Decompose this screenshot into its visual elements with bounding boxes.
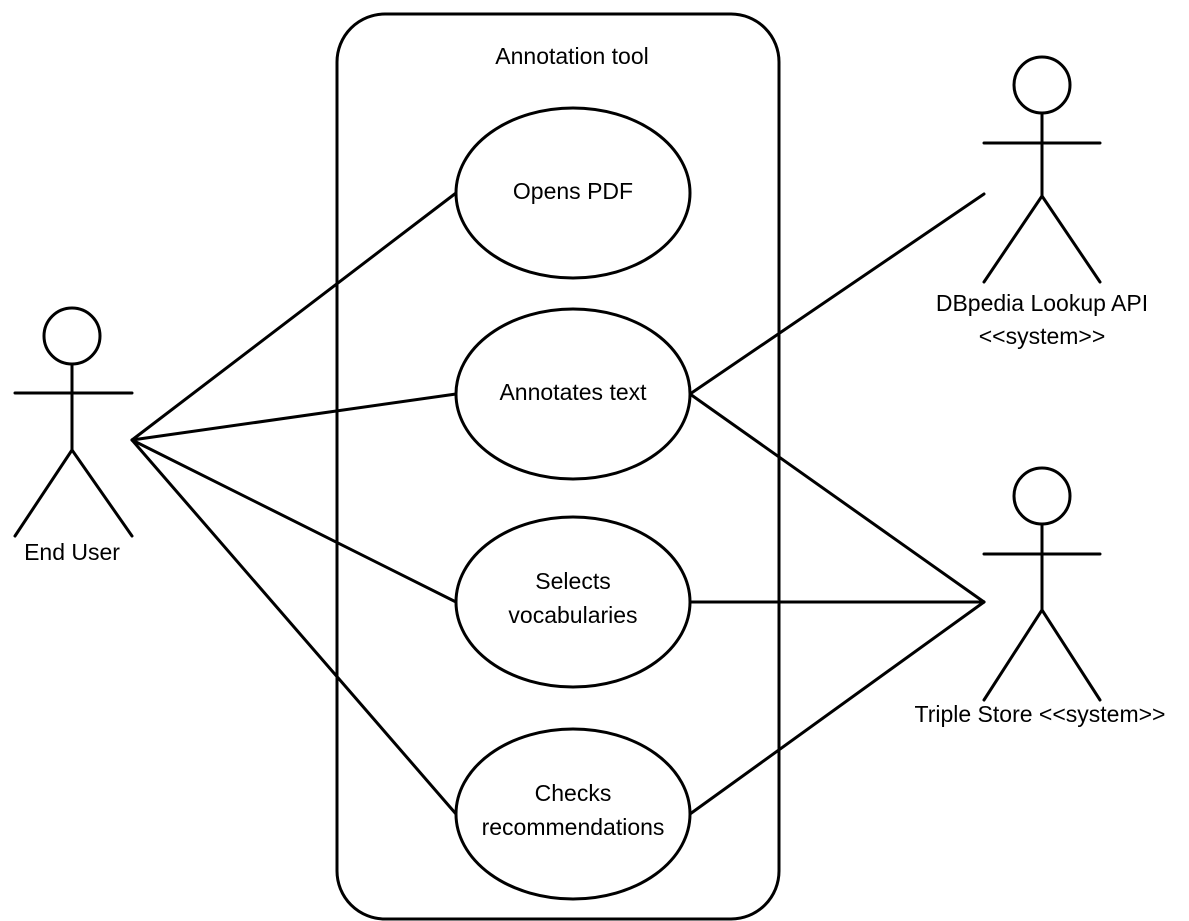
use-case-ellipse <box>454 515 692 689</box>
association-checks-recommendations-triple-store <box>688 600 986 816</box>
actor-label-line-2: <<system>> <box>979 323 1106 349</box>
associations <box>130 191 986 816</box>
actor-dbpedia-lookup-api: DBpedia Lookup API <<system>> <box>936 55 1148 349</box>
stick-figure-icon <box>982 466 1102 702</box>
use-case-label: Opens PDF <box>513 178 633 204</box>
stick-figure-icon <box>13 306 134 538</box>
use-case-ellipse <box>454 106 692 280</box>
actor-label-line-1: DBpedia Lookup API <box>936 290 1148 316</box>
use-case-ellipse <box>454 307 692 481</box>
association-annotates-text-triple-store <box>688 392 986 604</box>
actor-triple-store: Triple Store <<system>> <box>915 466 1166 727</box>
actor-label: End User <box>24 539 120 565</box>
use-case-label-line-2: vocabularies <box>508 602 637 628</box>
association-user-checks-recommendations <box>130 438 458 816</box>
use-case-annotates-text: Annotates text <box>454 307 692 481</box>
system-title: Annotation tool <box>495 43 648 69</box>
use-case-selects-vocabularies: Selects vocabularies <box>454 515 692 689</box>
association-user-annotates-text <box>130 392 458 442</box>
use-case-label: Annotates text <box>499 379 647 405</box>
use-case-opens-pdf: Opens PDF <box>454 106 692 280</box>
stick-figure-icon <box>982 55 1102 284</box>
use-case-label-line-2: recommendations <box>482 814 665 840</box>
association-user-selects-vocabularies <box>130 438 458 604</box>
association-user-opens-pdf <box>130 191 458 442</box>
system-boundary <box>335 12 781 921</box>
use-case-checks-recommendations: Checks recommendations <box>454 727 692 901</box>
actor-label: Triple Store <<system>> <box>915 701 1166 727</box>
association-annotates-text-dbpedia <box>688 192 986 396</box>
use-case-label-line-1: Selects <box>535 568 610 594</box>
use-case-label-line-1: Checks <box>535 780 612 806</box>
use-case-ellipse <box>454 727 692 901</box>
actor-end-user: End User <box>13 306 134 565</box>
